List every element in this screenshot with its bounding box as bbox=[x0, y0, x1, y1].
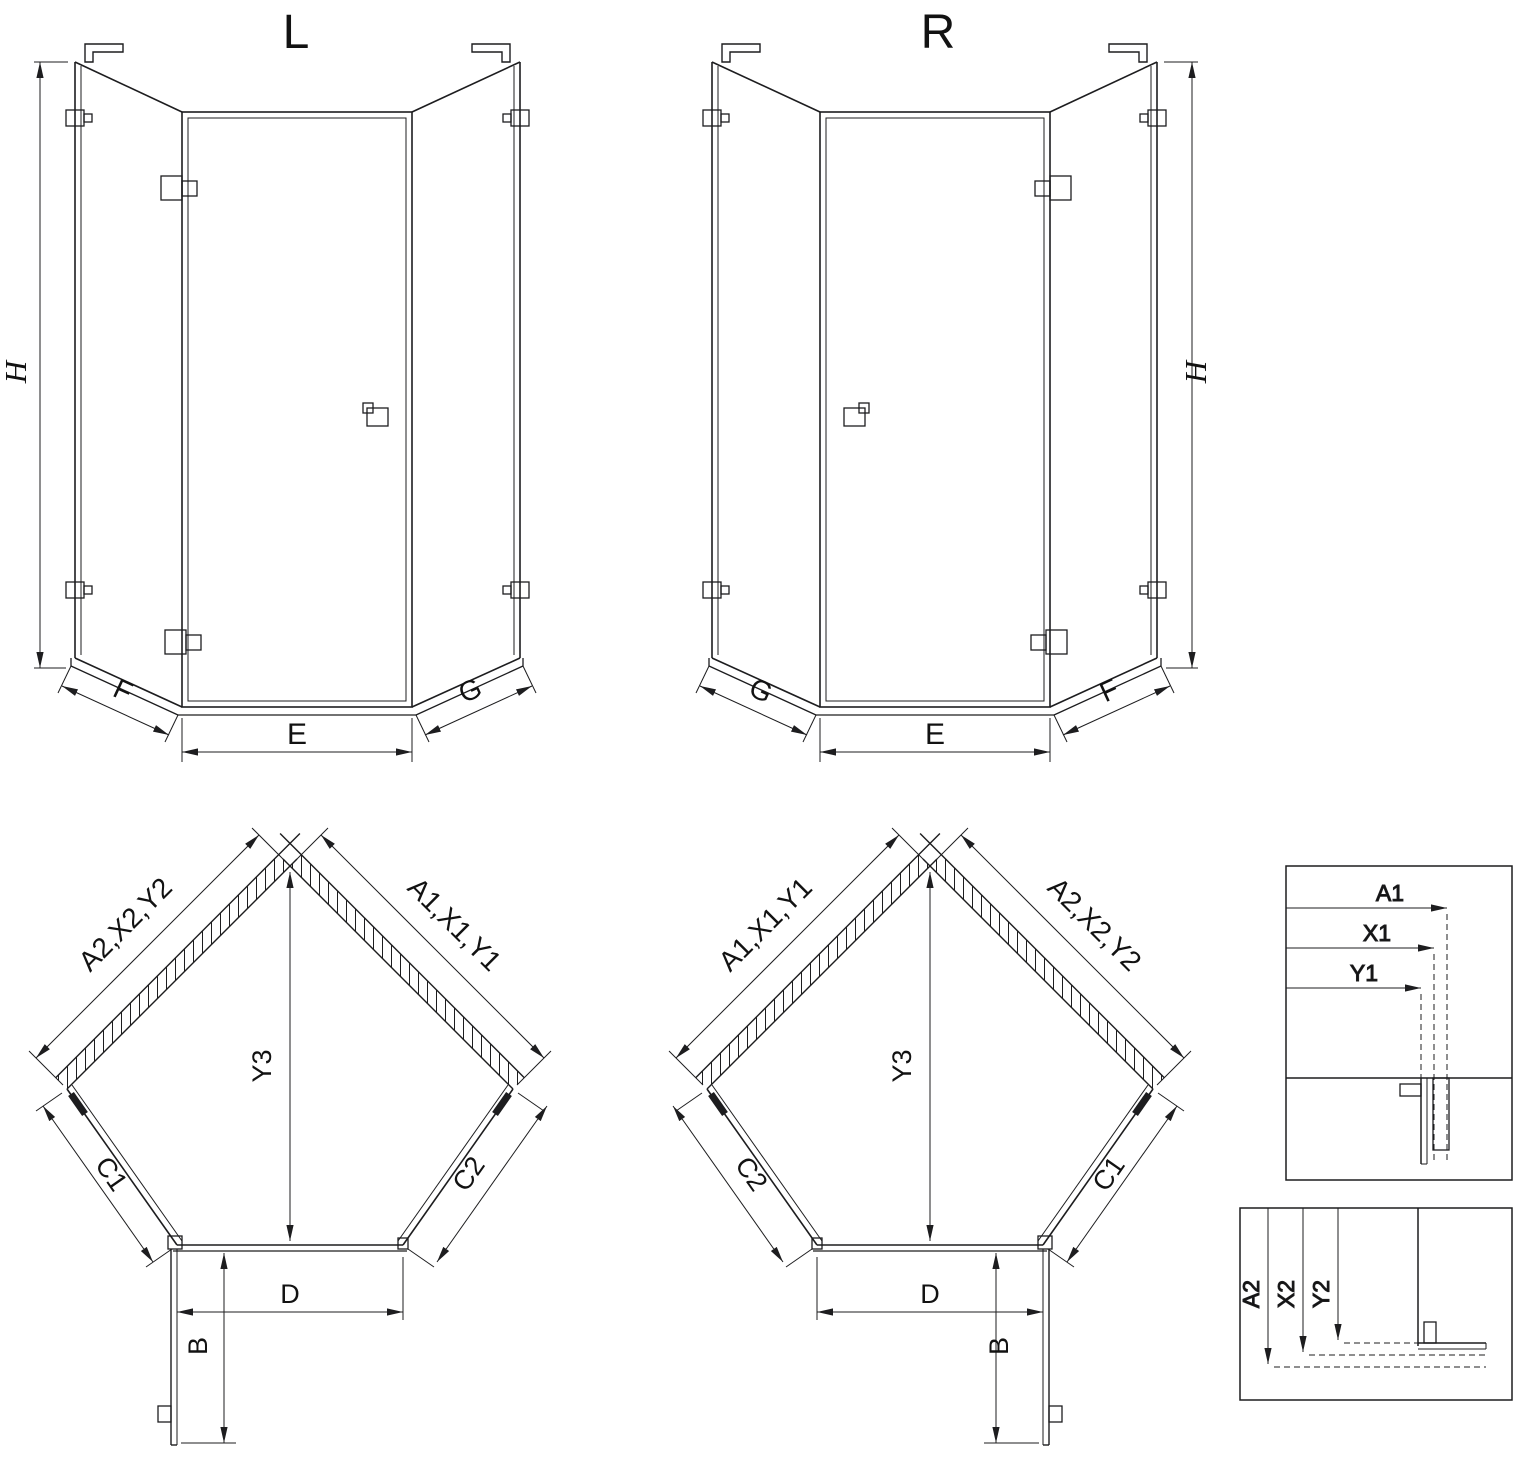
elevation-right-geometry bbox=[696, 44, 1198, 762]
dim-label-side-left: C1 bbox=[89, 1151, 133, 1196]
detail-label-a2: A2 bbox=[1238, 1280, 1264, 1308]
detail-label-y2: Y2 bbox=[1308, 1280, 1334, 1308]
dim-label-left-panel: G bbox=[745, 672, 778, 709]
dim-label-wall-left: A1,X1,Y1 bbox=[712, 871, 818, 977]
detail-depth-references: A2 X2 Y2 bbox=[1238, 1207, 1513, 1401]
dim-label-left-panel: F bbox=[109, 673, 137, 708]
dim-label-right-panel: F bbox=[1095, 673, 1123, 708]
detail-box bbox=[1285, 865, 1513, 1181]
detail-box bbox=[1239, 1207, 1513, 1401]
plan-left-view: A2,X2,Y2 A1,X1,Y1 Y3 C1 C2 D B bbox=[29, 828, 551, 1445]
dim-label-door-swing: B bbox=[183, 1337, 213, 1355]
dim-label-door-width: D bbox=[280, 1279, 300, 1309]
glass-profile-section bbox=[1418, 1321, 1487, 1350]
elevation-right-title: R bbox=[921, 6, 956, 59]
detail-width-references: A1 X1 Y1 bbox=[1285, 865, 1513, 1181]
dim-label-right-panel: G bbox=[454, 672, 487, 709]
dim-label-wall-left: A2,X2,Y2 bbox=[72, 871, 178, 977]
dim-label-door-width: D bbox=[920, 1279, 940, 1309]
dim-label-door-width: E bbox=[925, 718, 945, 751]
dim-label-side-right: C1 bbox=[1086, 1151, 1130, 1196]
dim-label-door-width: E bbox=[287, 718, 307, 751]
elevation-left-title: L bbox=[283, 6, 310, 59]
elevation-left-view: L H F E G bbox=[0, 6, 536, 762]
dim-label-side-right: C2 bbox=[446, 1151, 490, 1196]
detail-label-y1: Y1 bbox=[1350, 960, 1378, 986]
dim-label-height: H bbox=[0, 359, 33, 384]
detail-label-x1: X1 bbox=[1363, 920, 1391, 946]
elevation-left-geometry bbox=[34, 44, 536, 762]
dim-label-height: H bbox=[1178, 359, 1213, 384]
detail-label-a1: A1 bbox=[1376, 880, 1404, 906]
plan-right-view: A1,X1,Y1 A2,X2,Y2 Y3 C2 C1 D B bbox=[669, 828, 1191, 1445]
reference-dashed-lines bbox=[1420, 914, 1448, 1162]
reference-dashed-lines bbox=[1274, 1342, 1486, 1368]
dim-label-depth: Y3 bbox=[247, 1049, 277, 1082]
dim-label-depth: Y3 bbox=[887, 1049, 917, 1082]
elevation-right-view: R H G E F bbox=[696, 6, 1213, 762]
detail-label-x2: X2 bbox=[1273, 1280, 1299, 1308]
dim-label-door-swing: B bbox=[984, 1337, 1014, 1355]
dim-label-side-left: C2 bbox=[729, 1151, 773, 1196]
dim-label-wall-right: A1,X1,Y1 bbox=[402, 871, 508, 977]
glass-profile-section bbox=[1399, 1077, 1450, 1165]
dim-label-wall-right: A2,X2,Y2 bbox=[1042, 871, 1148, 977]
